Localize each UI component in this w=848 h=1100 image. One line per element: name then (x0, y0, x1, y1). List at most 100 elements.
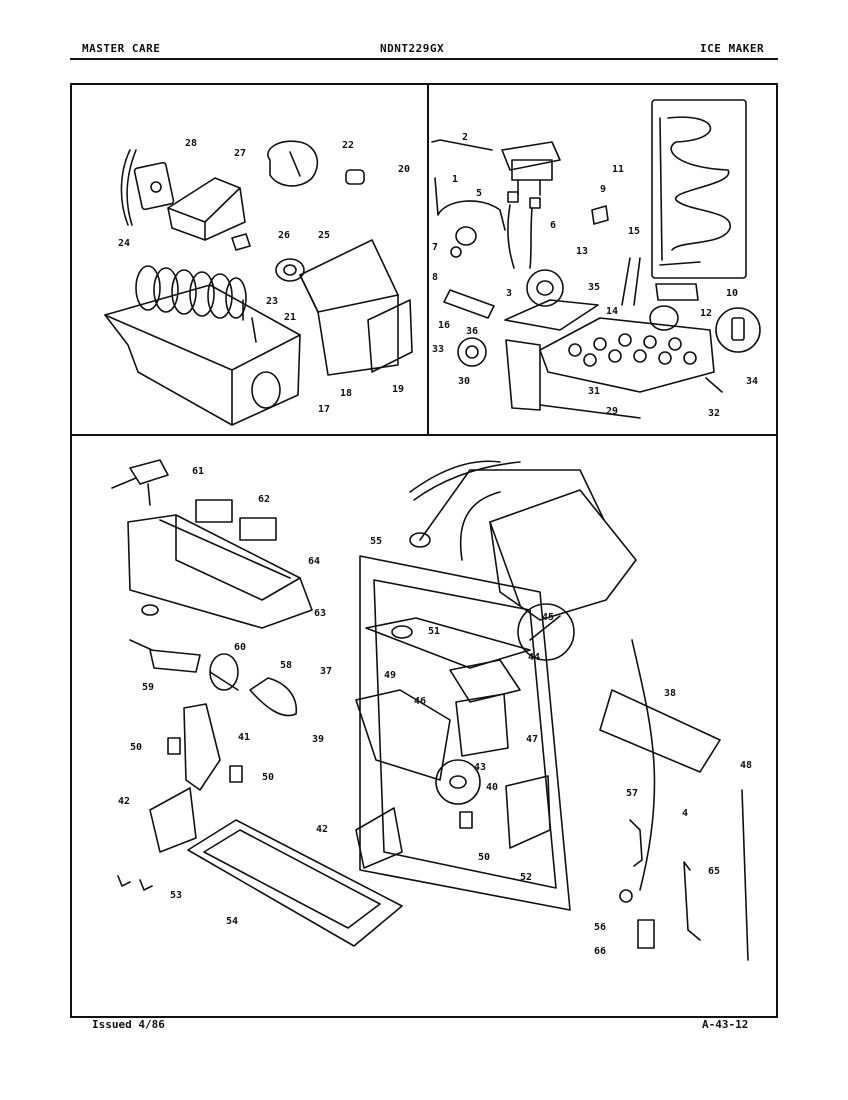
callout-5: 5 (476, 188, 482, 199)
callout-61: 61 (192, 466, 204, 477)
callout-37: 37 (320, 666, 332, 677)
callout-50: 50 (130, 742, 142, 753)
callout-62: 62 (258, 494, 270, 505)
callout-31: 31 (588, 386, 600, 397)
callout-52: 52 (520, 872, 532, 883)
callout-27: 27 (234, 148, 246, 159)
pins-23-21 (242, 299, 257, 343)
callout-34: 34 (746, 376, 758, 387)
callout-29: 29 (606, 406, 618, 417)
callout-7: 7 (432, 242, 438, 253)
bracket-63-64 (127, 514, 313, 629)
fittings-5-6 (507, 191, 541, 209)
rod-48 (741, 789, 749, 961)
callout-64: 64 (308, 556, 320, 567)
fill-cup-36 (504, 299, 599, 331)
clip-9 (591, 205, 609, 225)
tubes-7-13 (434, 177, 533, 269)
detail-33 (457, 337, 487, 367)
socket-59 (129, 639, 201, 673)
tube-65 (683, 861, 701, 941)
springs-53 (117, 875, 153, 891)
shaft-32 (705, 377, 723, 393)
clip-26 (231, 233, 251, 251)
thermostat-12 (649, 305, 679, 331)
door-39 (355, 689, 451, 781)
heater-coil-24 (135, 265, 247, 319)
pad-42-left (149, 787, 197, 853)
callout-18: 18 (340, 388, 352, 399)
callout-47: 47 (526, 734, 538, 745)
callout-60: 60 (234, 642, 246, 653)
callout-8: 8 (432, 272, 438, 283)
wires-15-14 (621, 257, 701, 306)
plug-20 (345, 169, 365, 185)
callout-13: 13 (576, 246, 588, 257)
callout-45: 45 (542, 612, 554, 623)
sleeve-16 (443, 289, 495, 319)
callout-6: 6 (550, 220, 556, 231)
callout-26: 26 (278, 230, 290, 241)
elbow-57 (629, 819, 643, 867)
callout-35: 35 (588, 282, 600, 293)
fitting-66 (637, 919, 655, 949)
callout-1: 1 (452, 174, 458, 185)
pad-38 (599, 689, 721, 773)
pad-19 (367, 299, 413, 373)
callout-21: 21 (284, 312, 296, 323)
callout-11: 11 (612, 164, 624, 175)
actuator-41 (183, 703, 221, 791)
callout-19: 19 (392, 384, 404, 395)
callout-14: 14 (606, 306, 618, 317)
callout-59: 59 (142, 682, 154, 693)
switch-61 (111, 459, 169, 506)
callout-33: 33 (432, 344, 444, 355)
callout-28: 28 (185, 138, 197, 149)
callout-49: 49 (384, 670, 396, 681)
pad-42-right (355, 807, 403, 869)
housing-17 (104, 284, 301, 426)
header-section: ICE MAKER (700, 42, 765, 55)
callout-12: 12 (700, 308, 712, 319)
callout-48: 48 (740, 760, 752, 771)
header-rule (70, 58, 778, 60)
grommet-63 (141, 604, 159, 616)
callout-24: 24 (118, 238, 130, 249)
callout-30: 30 (458, 376, 470, 387)
mold-29 (539, 317, 715, 393)
rake-31 (539, 404, 641, 419)
callout-65: 65 (708, 866, 720, 877)
callout-56: 56 (594, 922, 606, 933)
clamp-56 (619, 889, 633, 903)
diagram-frame (70, 83, 778, 1018)
callout-22: 22 (342, 140, 354, 151)
callout-42: 42 (118, 796, 130, 807)
grommet-8 (450, 226, 477, 258)
callout-55: 55 (370, 536, 382, 547)
shelf-49 (365, 617, 531, 669)
callout-54: 54 (226, 916, 238, 927)
clip-50 (167, 737, 243, 783)
callout-39: 39 (312, 734, 324, 745)
chute-18 (299, 239, 399, 376)
callout-53: 53 (170, 890, 182, 901)
valve-2 (501, 141, 561, 196)
callout-15: 15 (628, 226, 640, 237)
cap-22 (267, 140, 319, 187)
callout-50: 50 (262, 772, 274, 783)
footer-issued: Issued 4/86 (92, 1018, 165, 1031)
detail-45-44 (517, 603, 575, 661)
callout-10: 10 (726, 288, 738, 299)
footer-page-code: A-43-12 (702, 1018, 749, 1031)
callout-57: 57 (626, 788, 638, 799)
callout-51: 51 (428, 626, 440, 637)
header-model: NDNT229GX (380, 42, 445, 55)
callout-42: 42 (316, 824, 328, 835)
mount-10 (655, 283, 699, 301)
callout-41: 41 (238, 732, 250, 743)
callout-44: 44 (528, 652, 540, 663)
callout-3: 3 (506, 288, 512, 299)
callout-40: 40 (486, 782, 498, 793)
